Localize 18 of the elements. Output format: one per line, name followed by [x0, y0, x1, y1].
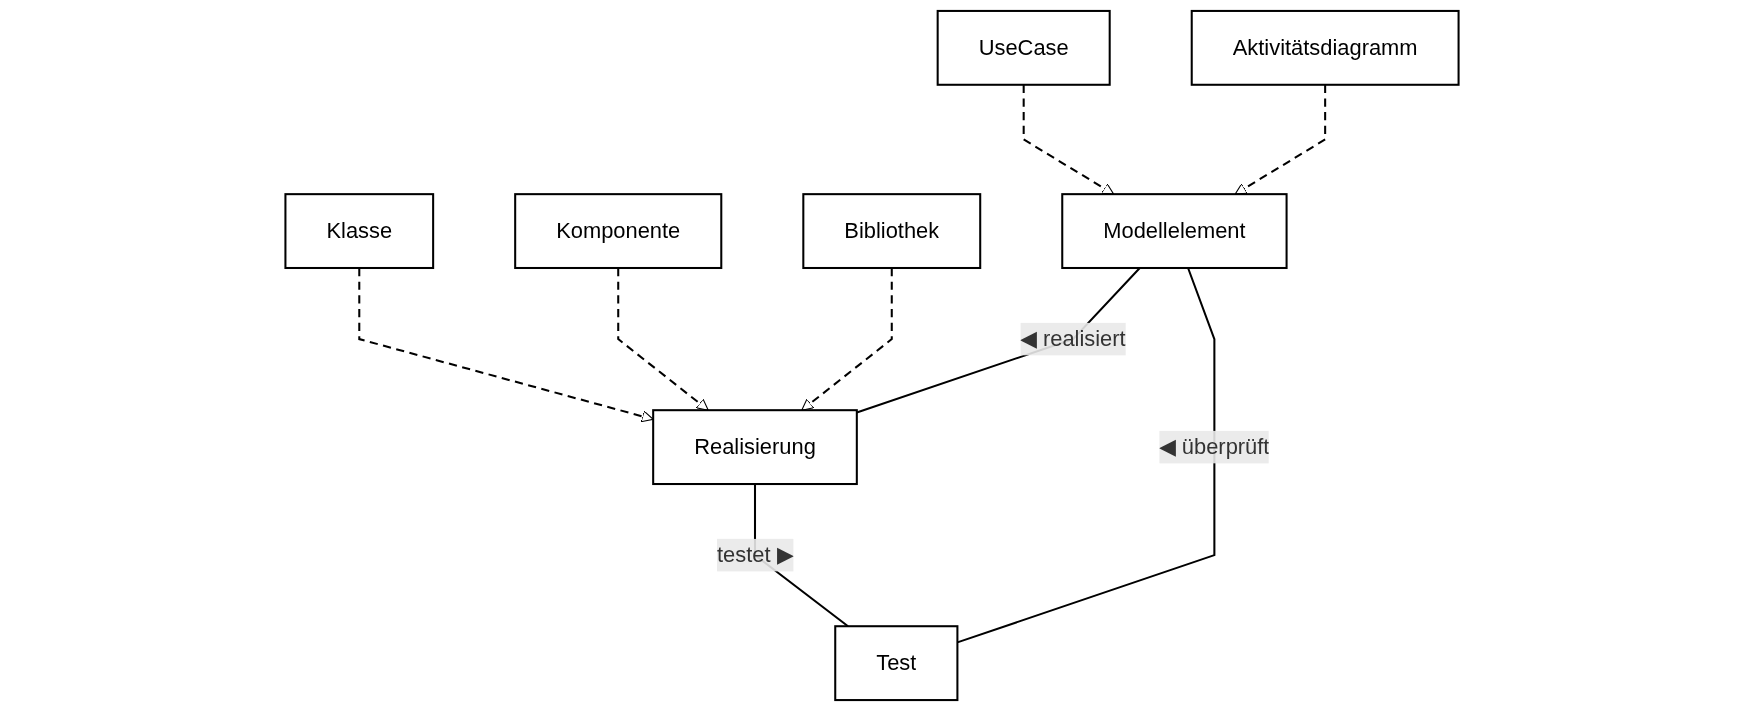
- node-box: Klasse: [284, 193, 435, 269]
- arrow: [358, 268, 654, 423]
- connector: [957, 267, 1216, 644]
- edge-label: ◀ realisiert: [1020, 326, 1126, 351]
- edge-label: testet ▶: [717, 542, 793, 567]
- node-box: Bibliothek: [802, 193, 982, 269]
- edge-label: ◀ überprüft: [1159, 434, 1270, 459]
- node-box: UseCase: [936, 9, 1111, 86]
- node-box: Aktivitätsdiagramm: [1190, 9, 1460, 86]
- node-box: Komponente: [514, 193, 723, 269]
- node-box: Realisierung: [652, 409, 858, 486]
- node-box: Modellelement: [1061, 193, 1288, 269]
- node-box: Test: [834, 625, 959, 702]
- arrow: [617, 268, 709, 411]
- arrow: [801, 268, 893, 411]
- arrow: [1234, 84, 1327, 195]
- connector: [856, 267, 1141, 414]
- arrow: [1022, 84, 1115, 195]
